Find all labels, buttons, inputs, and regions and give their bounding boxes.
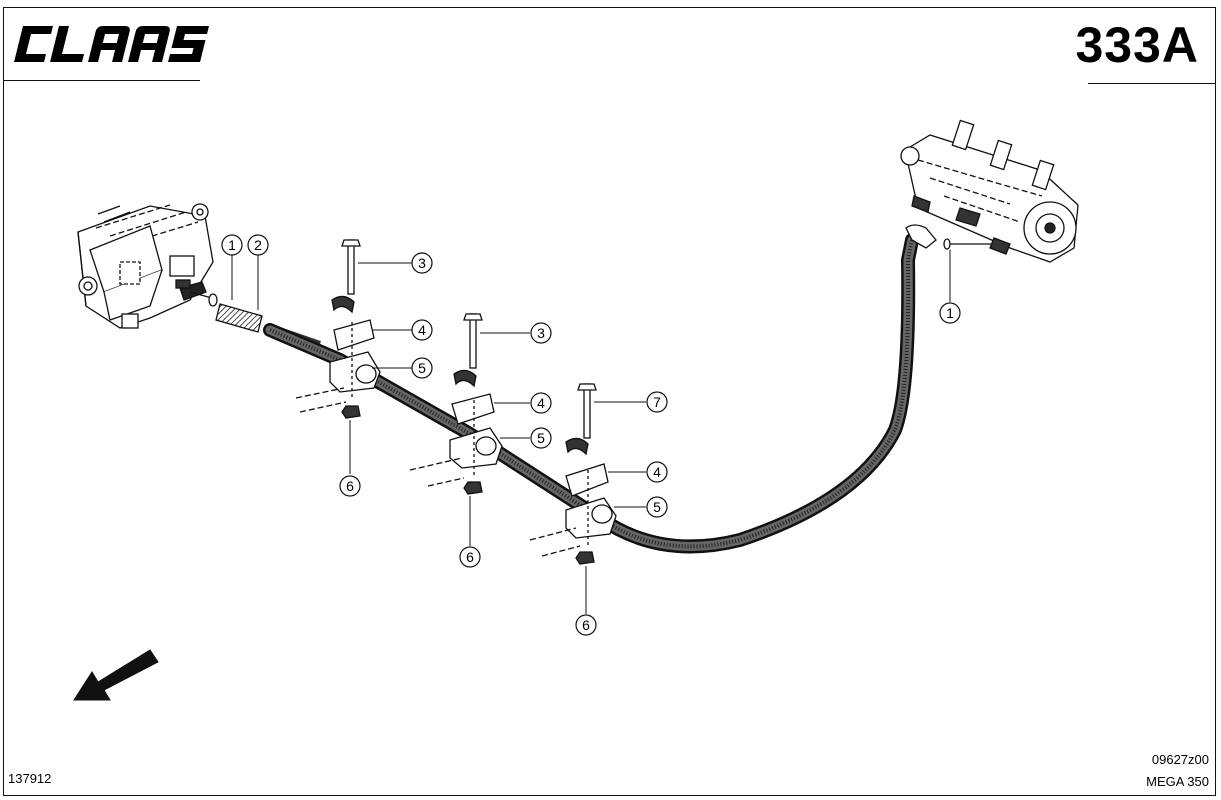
- header-rule-right: [1088, 83, 1216, 84]
- direction-arrow: [73, 649, 159, 701]
- pump-fitting: [905, 224, 992, 250]
- svg-text:1: 1: [946, 305, 954, 321]
- callout-4: 4: [646, 461, 668, 483]
- claas-logo: [14, 26, 210, 62]
- callout-3: 3: [530, 322, 552, 344]
- svg-text:6: 6: [346, 478, 354, 494]
- clamp-assembly-a: [295, 239, 381, 419]
- callout-6: 6: [459, 546, 481, 568]
- callouts: 1 2 3 4 5 6 3 4 5 6 7 4 5 6 1: [221, 234, 961, 636]
- machine-model: MEGA 350: [1146, 774, 1209, 789]
- callout-1: 1: [221, 234, 243, 256]
- control-valve-block: [77, 203, 214, 329]
- reference-code: 09627z00: [1151, 752, 1209, 767]
- callout-4: 4: [530, 392, 552, 414]
- callout-1: 1: [939, 302, 961, 324]
- svg-text:5: 5: [537, 430, 545, 446]
- svg-text:2: 2: [254, 237, 262, 253]
- drawing-frame: [3, 7, 1216, 796]
- svg-text:5: 5: [653, 499, 661, 515]
- svg-text:5: 5: [418, 360, 426, 376]
- svg-text:1: 1: [228, 237, 236, 253]
- leader-lines: [231, 250, 951, 614]
- svg-text:6: 6: [466, 549, 474, 565]
- callout-2: 2: [247, 234, 269, 256]
- svg-text:4: 4: [537, 395, 545, 411]
- drawing-id: 137912: [8, 771, 52, 786]
- svg-text:4: 4: [418, 322, 426, 338]
- callout-6: 6: [339, 475, 361, 497]
- svg-text:4: 4: [653, 464, 661, 480]
- callout-7: 7: [646, 391, 668, 413]
- callout-4: 4: [411, 319, 433, 341]
- svg-text:6: 6: [582, 617, 590, 633]
- hydraulic-hose: [263, 233, 919, 554]
- callout-5: 5: [646, 496, 668, 518]
- page-number: 333A: [1075, 17, 1199, 73]
- header-rule-left: [3, 80, 200, 81]
- callout-5: 5: [411, 357, 433, 379]
- hydraulic-pump: [900, 119, 1079, 263]
- clamp-assembly-c: [529, 383, 617, 565]
- svg-text:3: 3: [418, 255, 426, 271]
- callout-5: 5: [530, 427, 552, 449]
- svg-text:7: 7: [653, 394, 661, 410]
- callout-3: 3: [411, 252, 433, 274]
- svg-text:3: 3: [537, 325, 545, 341]
- clamp-assembly-b: [409, 313, 503, 495]
- callout-6: 6: [575, 614, 597, 636]
